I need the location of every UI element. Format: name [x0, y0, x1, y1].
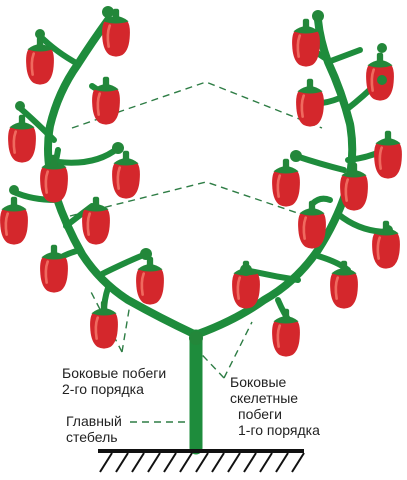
bud [312, 10, 324, 22]
bud [112, 142, 124, 154]
ground [98, 449, 305, 473]
skeletal-shoots-label: Боковые скелетные побеги 1-го порядка [230, 374, 320, 438]
secondary-shoot-guide-2 [121, 303, 131, 353]
pepper [38, 243, 70, 294]
pepper [88, 299, 120, 350]
skeletal-shoot-guide-1 [223, 321, 253, 379]
bud [377, 43, 387, 53]
bud [189, 331, 203, 345]
pepper [294, 77, 326, 128]
pepper [110, 149, 142, 200]
skeletal-shoots-label-line-2: скелетные [230, 390, 299, 406]
bud [290, 150, 302, 162]
bud [15, 101, 25, 111]
bud [9, 185, 19, 195]
skeletal-shoots-label-line-1: Боковые [230, 374, 287, 390]
secondary-shoots-label-line-2: 2-го порядка [62, 381, 144, 397]
pepper [0, 195, 30, 246]
pepper [372, 129, 404, 180]
secondary-shoots-label: Боковые побеги 2-го порядка [62, 365, 167, 397]
skeletal-shoots-label-line-4: 1-го порядка [238, 422, 320, 438]
pepper [270, 307, 302, 358]
pepper [80, 195, 112, 246]
pepper [270, 157, 302, 208]
bud [383, 225, 393, 235]
bud [377, 75, 387, 85]
secondary-shoots-label-line-1: Боковые побеги [62, 365, 167, 381]
branch-buds [9, 6, 393, 345]
skeletal-shoots-label-line-3: побеги [238, 406, 282, 422]
right-shoot-a [325, 47, 363, 65]
main-stem-label-line-2: стебель [66, 429, 118, 445]
main-stem-label: Главный стебель [66, 413, 122, 445]
pepper [90, 75, 122, 126]
ground-hatching [99, 452, 305, 473]
left-shoot-c [17, 105, 57, 143]
main-stem-label-line-1: Главный [66, 413, 122, 429]
left-shoot-d [55, 145, 121, 166]
bud [140, 248, 152, 260]
bud [102, 6, 114, 18]
right-shoot-f [293, 153, 347, 173]
pepper [296, 199, 328, 250]
bud [240, 264, 252, 276]
pepper [328, 259, 360, 310]
pepper [134, 255, 166, 306]
bud [35, 29, 45, 39]
